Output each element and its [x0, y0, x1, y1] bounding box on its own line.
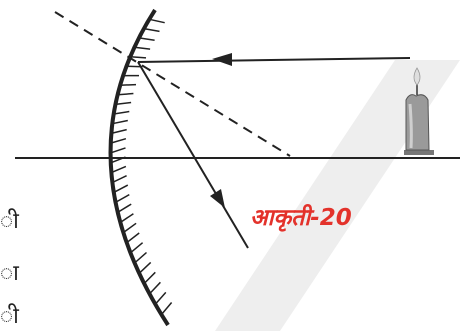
- mirror-hatch-mark: [117, 92, 134, 96]
- mirror-hatch-mark: [110, 147, 126, 154]
- mirror-hatch-mark: [110, 156, 126, 164]
- mirror-hatch-mark: [112, 175, 127, 184]
- mirror-hatch-mark: [154, 291, 167, 305]
- normal-line: [54, 11, 291, 157]
- mirror-hatch-mark: [134, 251, 147, 264]
- figure-label: आकृती-20: [250, 205, 352, 231]
- margin-text-3: ी: [0, 304, 19, 329]
- mirror-hatch-mark: [120, 83, 137, 86]
- watermark-band: [215, 60, 460, 331]
- reflected-ray-arrow: [210, 189, 225, 208]
- mirror-hatch-mark: [134, 46, 151, 50]
- mirror-hatch-mark: [113, 110, 130, 115]
- mirror-hatch-mark: [117, 203, 132, 214]
- incident-ray: [137, 57, 411, 63]
- margin-text-2: ा: [0, 261, 19, 286]
- mirror-hatch-mark: [148, 281, 161, 295]
- margin-text-1: ी: [0, 209, 19, 234]
- mirror-hatch-mark: [126, 232, 140, 244]
- mirror-hatch-mark: [130, 242, 144, 254]
- mirror-hatch-mark: [112, 119, 128, 125]
- mirror-hatch-mark: [115, 101, 132, 106]
- mirror-hatch-mark: [149, 18, 165, 24]
- mirror-hatch-mark: [111, 128, 127, 135]
- mirror-hatch-mark: [143, 271, 156, 285]
- reflected-ray: [137, 61, 249, 249]
- mirror-hatch-mark: [138, 37, 155, 41]
- mirror-hatch-mark: [113, 184, 129, 194]
- mirror-hatch-mark: [143, 27, 160, 33]
- mirror-hatch-mark: [160, 302, 173, 316]
- mirror-hatch-mark: [130, 55, 147, 59]
- mirror-hatch-mark: [119, 213, 134, 224]
- mirror-hatch-mark: [138, 261, 152, 274]
- mirror-hatch-mark: [110, 137, 127, 144]
- incident-ray-arrow: [212, 53, 232, 66]
- candle-icon: [404, 67, 434, 155]
- mirror-hatch-mark: [122, 222, 137, 234]
- mirror-hatch-mark: [111, 165, 127, 174]
- mirror-hatching: [110, 18, 173, 316]
- mirror-hatch-mark: [115, 193, 130, 204]
